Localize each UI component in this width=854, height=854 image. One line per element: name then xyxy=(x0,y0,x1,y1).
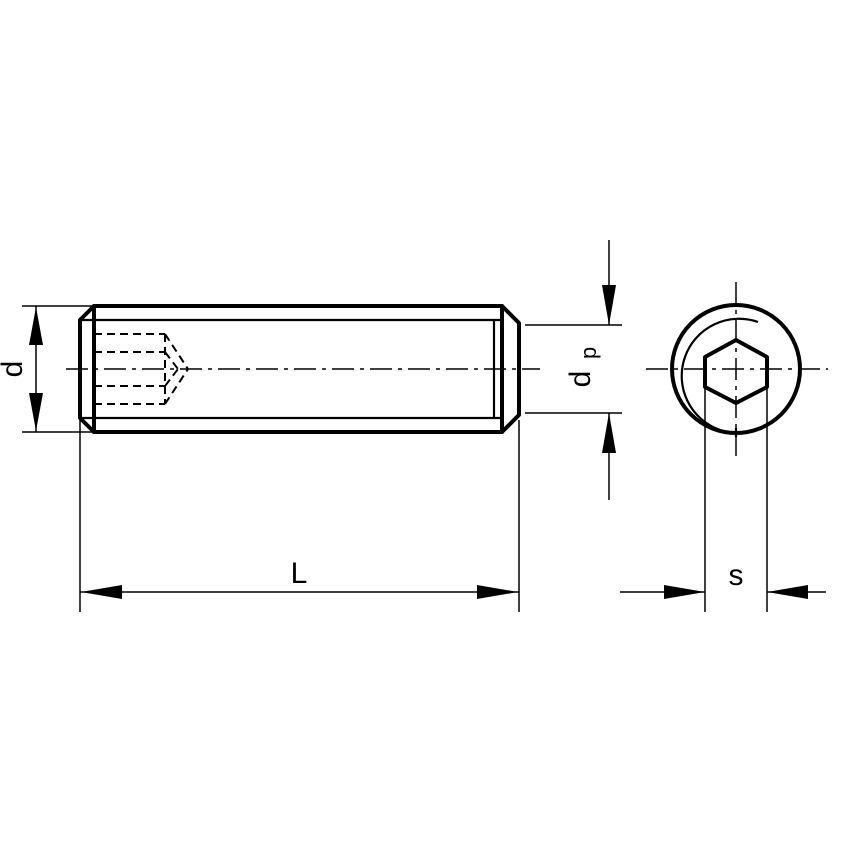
dimension-dp: d p xyxy=(525,240,622,500)
arrowhead xyxy=(29,307,43,345)
dimension-s: s xyxy=(620,387,826,612)
arrowhead xyxy=(602,413,616,453)
label-dp-main: d xyxy=(564,371,597,388)
dimension-d: d xyxy=(0,305,94,433)
arrowhead xyxy=(602,285,616,325)
arrowhead xyxy=(664,585,705,599)
arrowhead xyxy=(767,585,808,599)
hidden-hex-socket xyxy=(94,333,189,405)
label-d: d xyxy=(0,361,29,378)
dimension-L: L xyxy=(79,420,520,612)
label-dp: d p xyxy=(564,347,601,388)
label-dp-subscript: p xyxy=(576,347,601,359)
screw-end-view xyxy=(646,282,828,462)
arrowhead xyxy=(29,393,43,431)
arrowhead xyxy=(81,585,122,599)
label-L: L xyxy=(291,557,308,590)
label-s: s xyxy=(729,559,744,592)
arrowhead xyxy=(477,585,518,599)
screw-side-view xyxy=(66,304,540,434)
thread-root-arc xyxy=(680,317,759,432)
